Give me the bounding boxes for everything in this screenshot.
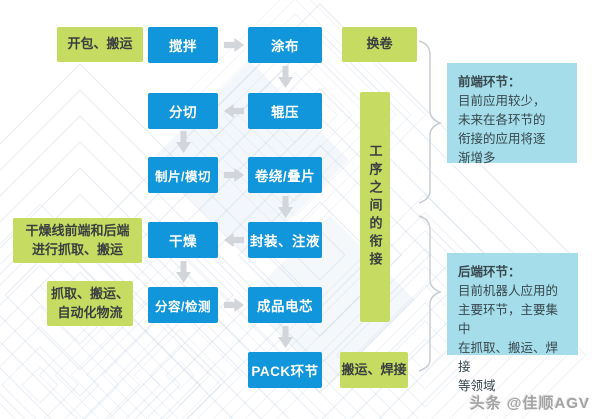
step-sealing-injection: 封装、注液 (248, 222, 322, 258)
label-transport-welding: 搬运、焊接 (340, 352, 408, 388)
note-front-end-title: 前端环节： (458, 75, 521, 89)
label-grab-transport-logistics: 抓取、搬运、 自动化物流 (47, 281, 133, 326)
step-pack: PACK环节 (248, 352, 322, 388)
note-back-end-title: 后端环节： (458, 265, 521, 279)
step-sheeting-die-cutting: 制片/模切 (148, 157, 218, 193)
label-process-connection: 工序之间的衔接 (360, 92, 390, 322)
watermark: 头条 @佳顺AGV (469, 395, 590, 412)
step-mixing: 搅拌 (148, 27, 218, 63)
step-winding-stacking: 卷绕/叠片 (248, 157, 322, 193)
step-grading-testing: 分容/检测 (148, 287, 218, 323)
note-front-end: 前端环节： 目前应用较少， 未来在各环节的 衔接的应用将逐 渐增多 (447, 63, 577, 165)
label-drying-line-handling: 干燥线前端和后端 进行抓取、搬运 (13, 218, 142, 263)
step-coating: 涂布 (248, 27, 322, 63)
brace-back-end (418, 215, 443, 372)
note-front-end-body: 目前应用较少， 未来在各环节的 衔接的应用将逐 渐增多 (458, 94, 546, 165)
brace-front-end (418, 40, 443, 204)
step-finished-cell: 成品电芯 (248, 287, 322, 323)
step-calendering: 辊压 (248, 93, 322, 129)
label-unpack-transport: 开包、搬运 (57, 27, 143, 62)
note-back-end-body: 目前机器人应用的 主要环节，主要集中 在抓取、搬运、焊接 等领域 (458, 284, 559, 393)
step-drying: 干燥 (148, 222, 218, 258)
step-slitting: 分切 (148, 93, 218, 129)
note-back-end: 后端环节： 目前机器人应用的 主要环节，主要集中 在抓取、搬运、焊接 等领域 (447, 253, 578, 393)
label-roll-changing: 换卷 (342, 27, 417, 62)
